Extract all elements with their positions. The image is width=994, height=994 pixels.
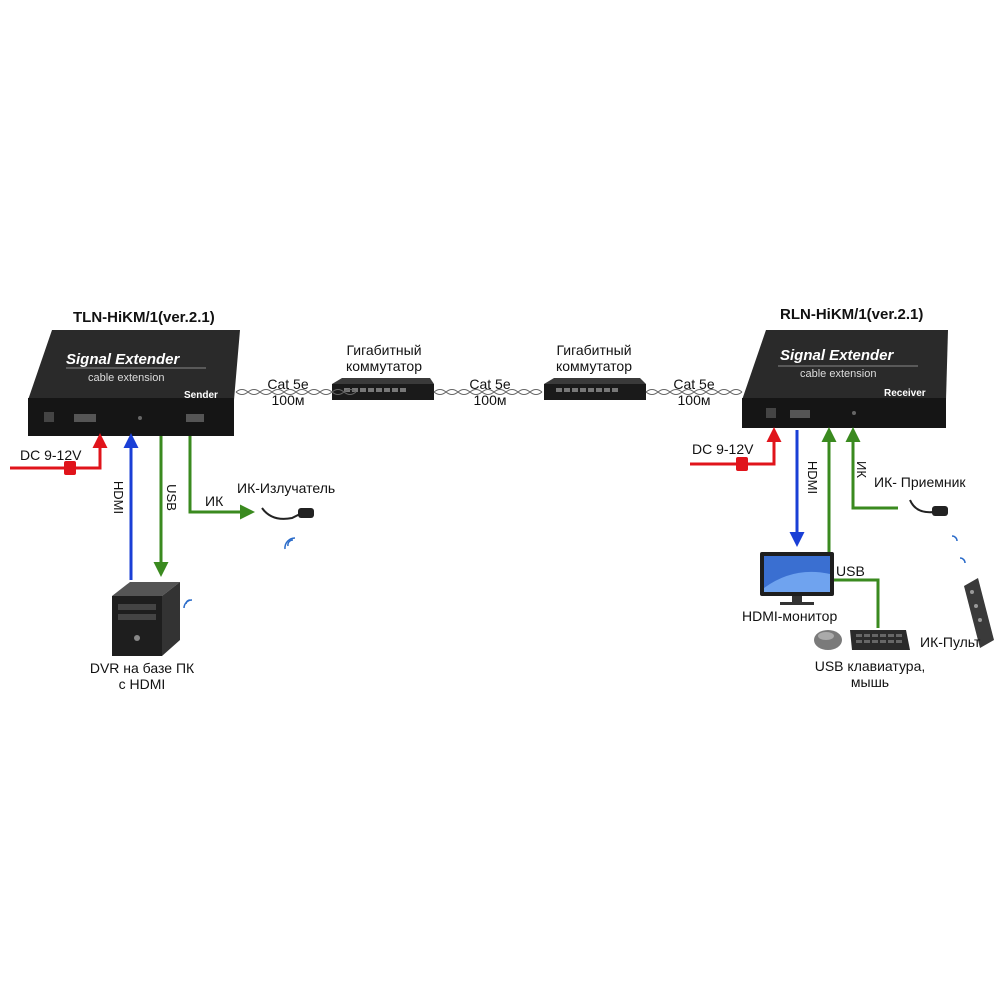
switch-2 [544,378,646,400]
left-ir-label: ИК [205,493,224,509]
ir-receiver-icon [909,499,966,564]
cat5e-cable [235,389,743,395]
receiver-model-label: RLN-HiKM/1(ver.2.1) [780,306,924,323]
left-ir-line [188,436,255,520]
ir-emitter-label: ИК-Излучатель [237,480,336,496]
keyboard-mouse-label: USB клавиатура,мышь [814,658,926,690]
ir-receiver-label: ИК- Приемник [874,474,966,490]
right-ir-line [845,427,898,510]
sender-brand-label: Signal Extender [66,351,180,368]
sender-device [28,330,240,436]
remote-label: ИК-Пульт [920,634,981,650]
monitor-label: HDMI-монитор [742,608,838,624]
left-dc-label: DC 9-12V [20,447,82,463]
ir-emitter-icon [261,507,314,550]
right-dc-label: DC 9-12V [692,441,754,457]
receiver-brand-label: Signal Extender [780,347,894,364]
sender-sub-label: cable extension [88,372,165,384]
receiver-device [742,330,948,428]
right-usb-line [821,427,880,628]
pc-tower-icon [112,582,180,656]
receiver-sub-label: cable extension [800,368,877,380]
right-usb-label: USB [836,563,865,579]
sender-role-label: Sender [184,390,218,401]
sender-model-label: TLN-HiKM/1(ver.2.1) [73,309,215,326]
left-usb-label: USB [163,484,179,511]
right-power-line [690,427,782,466]
ir-remote-icon [964,578,994,648]
wireless-signal-icon [183,599,193,609]
left-hdmi-label: HDMI [111,480,127,515]
right-power-plug [736,457,748,471]
receiver-role-label: Receiver [884,388,926,399]
left-power-plug [64,461,76,475]
left-power-line [10,433,108,470]
keyboard-mouse-icon [814,630,910,650]
right-ir-label: ИК [853,461,869,478]
monitor-icon [760,552,834,605]
right-hdmi-label: HDMI [805,460,821,495]
switch-1 [332,378,434,400]
